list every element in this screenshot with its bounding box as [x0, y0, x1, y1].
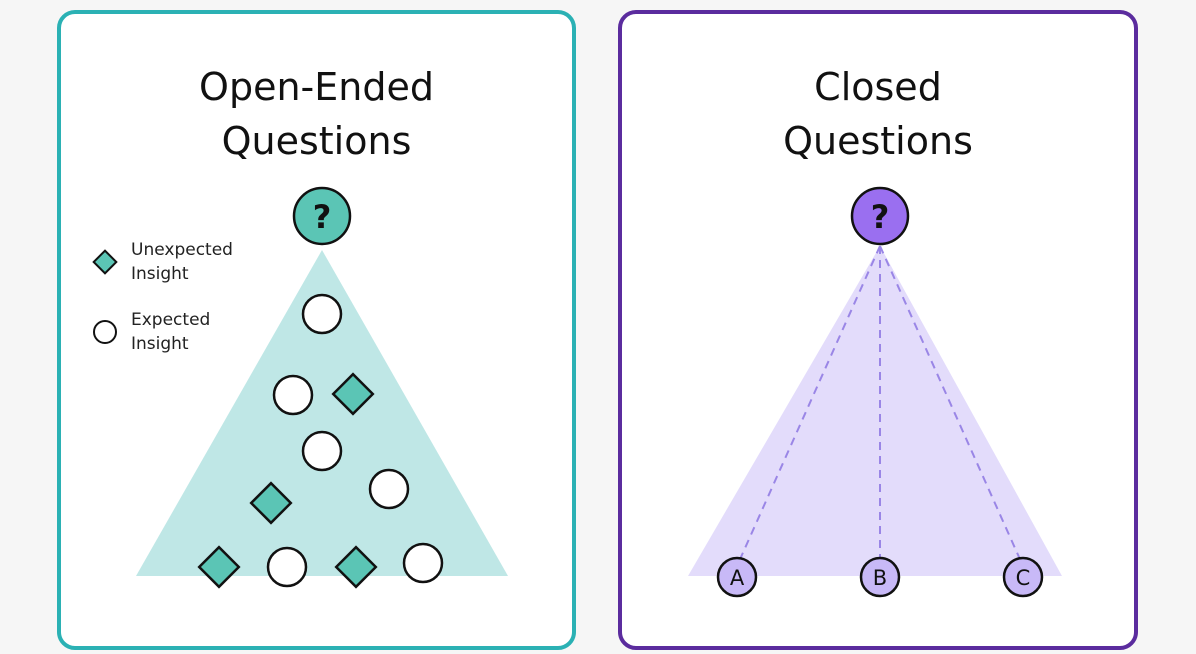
legend-expected-insight: Expected Insight — [131, 308, 210, 356]
option-c-node — [1002, 556, 1044, 598]
legend-unexpected-insight: Unexpected Insight — [131, 238, 233, 286]
open-ended-triangle — [136, 250, 508, 576]
closed-title-line2: Questions — [783, 119, 973, 163]
open-ended-diagram: ? — [92, 186, 508, 589]
unexpected-insight-diamond — [197, 545, 241, 589]
legend-circle-icon — [93, 320, 117, 344]
closed-triangle — [688, 246, 1062, 576]
option-c-label: C — [1016, 566, 1031, 590]
expected-insight-circle — [266, 546, 308, 588]
open-ended-title-line1: Open-Ended — [199, 65, 434, 109]
expected-insight-circle — [402, 542, 444, 584]
legend-diamond-icon — [92, 249, 118, 275]
closed-title-line1: Closed — [814, 65, 942, 109]
option-a-path — [736, 245, 881, 567]
open-question-node — [292, 186, 352, 246]
legend-expected-line2: Insight — [131, 334, 189, 354]
open-question-mark: ? — [313, 198, 332, 236]
option-b-label: B — [873, 566, 887, 590]
option-b-node — [859, 556, 901, 598]
open-ended-title: Open-Ended Questions — [61, 60, 572, 168]
unexpected-insight-diamond — [334, 545, 378, 589]
expected-insight-circle — [301, 293, 343, 335]
expected-insight-circle — [301, 430, 343, 472]
expected-insight-circle — [368, 468, 410, 510]
open-ended-title-line2: Questions — [221, 119, 412, 163]
legend-unexpected-line1: Unexpected — [131, 240, 233, 260]
option-a-label: A — [730, 566, 745, 590]
unexpected-insight-diamond — [249, 481, 293, 525]
option-a-node — [716, 556, 758, 598]
closed-question-node — [850, 186, 910, 246]
legend-expected-line1: Expected — [131, 310, 211, 330]
open-ended-panel: Open-Ended Questions ? Unexpected Insigh… — [57, 10, 576, 650]
expected-insight-circle — [272, 374, 314, 416]
option-c-path — [879, 245, 1024, 567]
unexpected-insight-diamond — [331, 372, 375, 416]
closed-title: Closed Questions — [622, 60, 1134, 168]
legend-unexpected-line2: Insight — [131, 264, 189, 284]
closed-diagram: ? A B C — [688, 186, 1062, 598]
closed-question-mark: ? — [871, 198, 890, 236]
closed-panel: Closed Questions ? A B C — [618, 10, 1138, 650]
